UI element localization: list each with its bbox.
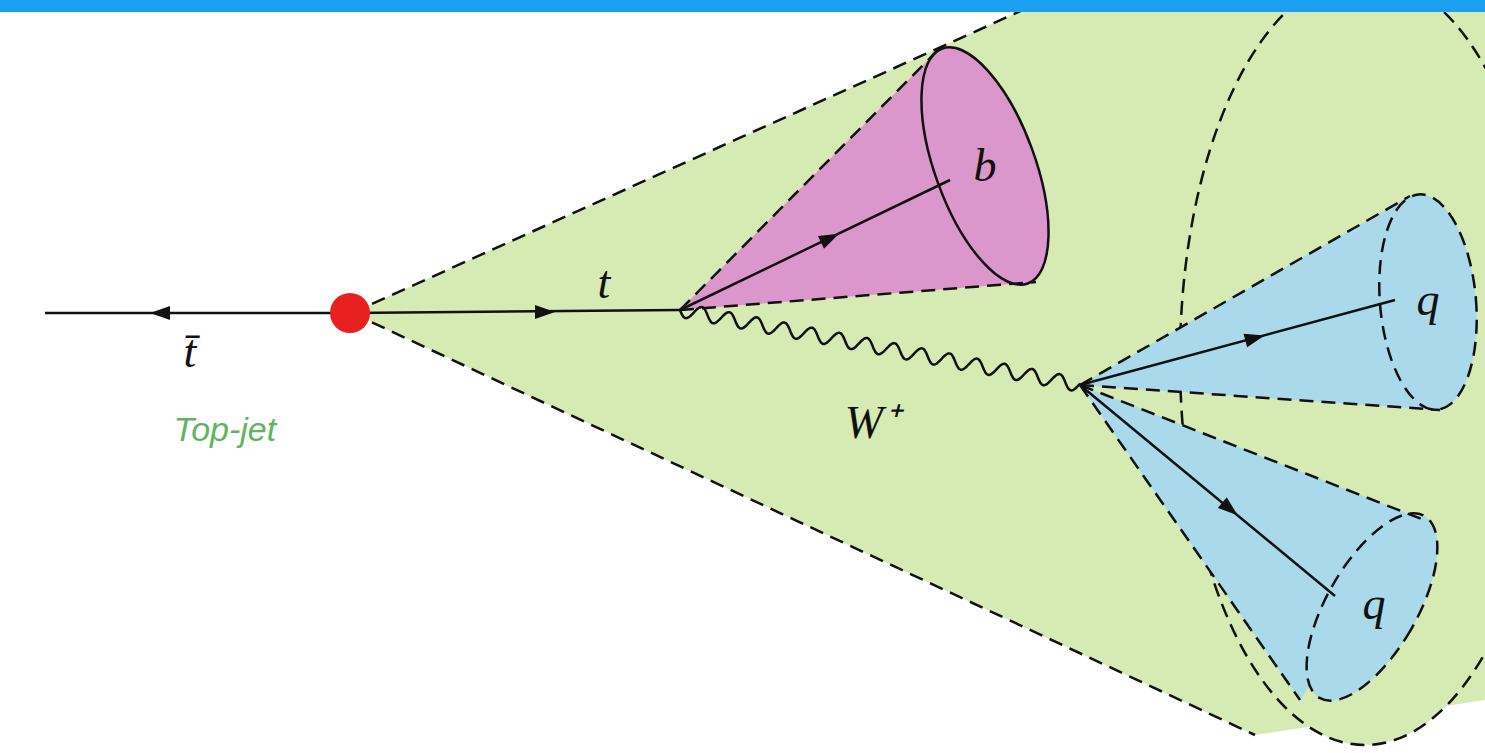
arrowhead bbox=[1218, 497, 1242, 521]
production-vertex bbox=[330, 293, 370, 333]
top-line bbox=[350, 310, 680, 313]
quark-label: q bbox=[1417, 275, 1440, 326]
q-jet-cone: q bbox=[1411, 269, 1446, 332]
top-jet-cone: Top-jetbqq bbox=[352, 0, 1485, 753]
q-quark-line bbox=[1080, 300, 1395, 385]
top-bar bbox=[0, 0, 1485, 12]
quark-label: b bbox=[974, 141, 997, 192]
q-quark-line bbox=[1080, 385, 1335, 596]
antitop-line bbox=[45, 312, 350, 315]
antitop-label: t̄ bbox=[184, 327, 197, 378]
cone-edge bbox=[1080, 385, 1424, 520]
cone-edge bbox=[1080, 196, 1410, 385]
quark-label: q bbox=[1363, 579, 1386, 630]
cone-edge bbox=[1080, 385, 1300, 700]
top-label: t bbox=[598, 258, 611, 309]
q-cone-fill bbox=[1080, 196, 1440, 410]
arrowhead bbox=[150, 306, 170, 320]
cone-edge bbox=[680, 50, 938, 310]
jet-label: Top-jet bbox=[174, 411, 277, 448]
cone-edge bbox=[680, 282, 1036, 310]
q-jet-cone: q bbox=[1357, 573, 1392, 636]
w-boson-label: W⁺ bbox=[845, 398, 899, 449]
w-boson-line bbox=[680, 307, 1080, 390]
arrowhead bbox=[1244, 329, 1267, 348]
arrowhead bbox=[818, 227, 842, 248]
b-jet-cone: b bbox=[968, 135, 1003, 198]
b-quark-line bbox=[680, 180, 950, 310]
q-cone-cap bbox=[1281, 494, 1464, 721]
b-cone-cap bbox=[895, 31, 1074, 300]
arrowhead bbox=[535, 305, 555, 319]
